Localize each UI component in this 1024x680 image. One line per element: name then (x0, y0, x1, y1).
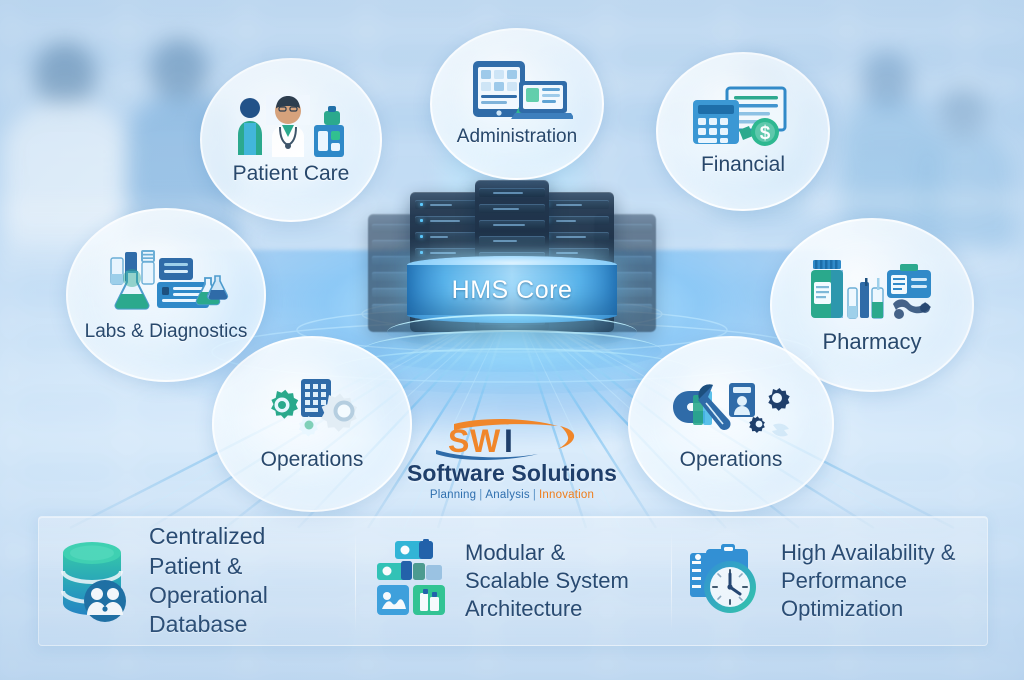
feature-label: Centralized Patient & Operational Databa… (149, 523, 268, 638)
doctor-patient-icon (232, 94, 350, 157)
background-person-body (918, 134, 1014, 246)
node-label: Labs & Diagnostics (84, 321, 248, 343)
gears-icon (251, 377, 373, 441)
feature-label: Modular & Scalable System Architecture (465, 539, 629, 622)
swi-company-name: Software Solutions (406, 460, 618, 486)
feature-bar: Centralized Patient & Operational Databa… (38, 516, 988, 646)
background-person-head (940, 88, 986, 140)
background-person-head (150, 38, 208, 102)
hms-core-label: HMS Core (451, 275, 573, 304)
wrench-gears-icon (669, 377, 793, 441)
feature-high-availability[interactable]: High Availability & Performance Optimiza… (671, 517, 987, 645)
stopwatch-icon (687, 539, 767, 623)
tagline-separator: | (532, 489, 537, 501)
tagline-analysis: Analysis (485, 489, 530, 501)
lab-flasks-icon (101, 248, 231, 314)
medicine-bottles-icon (807, 256, 937, 322)
node-administration[interactable]: Administration (430, 28, 604, 180)
node-operations-right[interactable]: Operations (628, 336, 834, 512)
calculator-money-icon: $ (687, 86, 799, 147)
background-person-body (840, 102, 938, 228)
swi-mark-s: S (448, 423, 469, 459)
node-label: Financial (700, 153, 786, 177)
feature-modular-architecture[interactable]: Modular & Scalable System Architecture (355, 517, 671, 645)
node-patient-care[interactable]: Patient Care (200, 58, 382, 222)
tagline-innovation: Innovation (539, 489, 595, 501)
svg-text:$: $ (760, 123, 771, 144)
tagline-separator: | (479, 489, 483, 501)
node-operations-left[interactable]: Operations (212, 336, 412, 512)
swi-mark-i: I (504, 423, 513, 459)
node-label: Patient Care (232, 161, 350, 185)
feature-label: High Availability & Performance Optimiza… (781, 539, 956, 622)
swi-logo: S W I Software Solutions Planning|Analys… (382, 418, 642, 501)
tablet-laptop-icon (461, 61, 573, 121)
feature-centralized-database[interactable]: Centralized Patient & Operational Databa… (39, 517, 355, 645)
database-users-icon (55, 539, 135, 623)
core-platform-body: HMS Core (407, 265, 617, 315)
background-counter (690, 196, 1024, 204)
node-financial[interactable]: $ Financial (656, 52, 830, 211)
swi-logo-mark: S W I (382, 418, 642, 464)
background-shelf (700, 120, 1000, 126)
modular-blocks-icon (371, 539, 451, 623)
tagline-planning: Planning (429, 489, 477, 501)
node-label: Pharmacy (822, 329, 922, 355)
node-label: Operations (679, 447, 783, 471)
node-label: Administration (456, 126, 578, 148)
background-person-head (862, 52, 912, 108)
background-person-head (34, 42, 96, 108)
hms-core-platform: HMS Core (407, 256, 617, 323)
node-label: Operations (260, 447, 364, 471)
swi-mark-w: W (470, 423, 501, 459)
swi-tagline: Planning|Analysis|Innovation (382, 489, 642, 501)
node-labs-diagnostics[interactable]: Labs & Diagnostics (66, 208, 266, 382)
